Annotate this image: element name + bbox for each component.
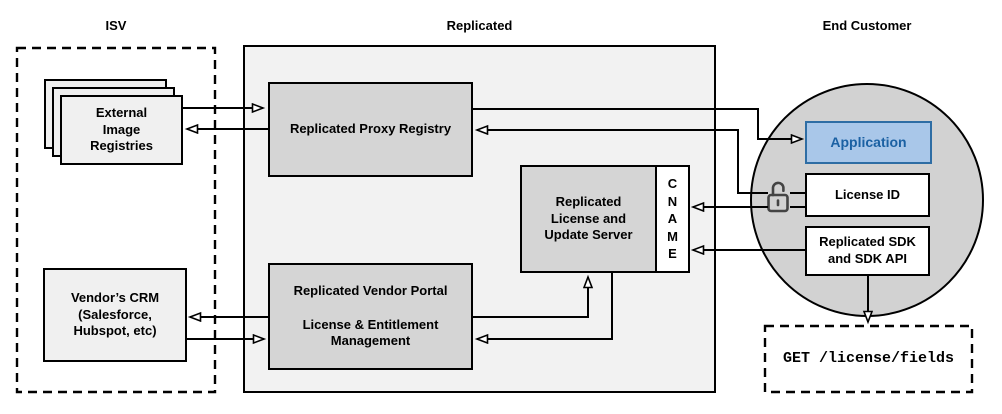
unlocked-padlock-icon	[767, 181, 789, 213]
proxy-registry-box: Replicated Proxy Registry	[268, 82, 473, 177]
license-update-server-box: Replicated License and Update Server	[520, 165, 657, 273]
license-id-box: License ID	[805, 173, 930, 217]
end-customer-section-label: End Customer	[822, 18, 912, 33]
license-fields-api-call: GET /license/fields	[782, 350, 955, 368]
isv-section-label: ISV	[105, 18, 127, 33]
vendor-crm-box: Vendor’s CRM (Salesforce, Hubspot, etc)	[43, 268, 187, 362]
external-image-registries-box: External Image Registries	[60, 95, 183, 165]
vendor-portal-box: Replicated Vendor Portal License & Entit…	[268, 263, 473, 370]
replicated-section-label: Replicated	[446, 18, 513, 33]
replicated-sdk-box: Replicated SDK and SDK API	[805, 226, 930, 276]
application-box: Application	[805, 121, 932, 164]
cname-box: C N A M E	[655, 165, 690, 273]
